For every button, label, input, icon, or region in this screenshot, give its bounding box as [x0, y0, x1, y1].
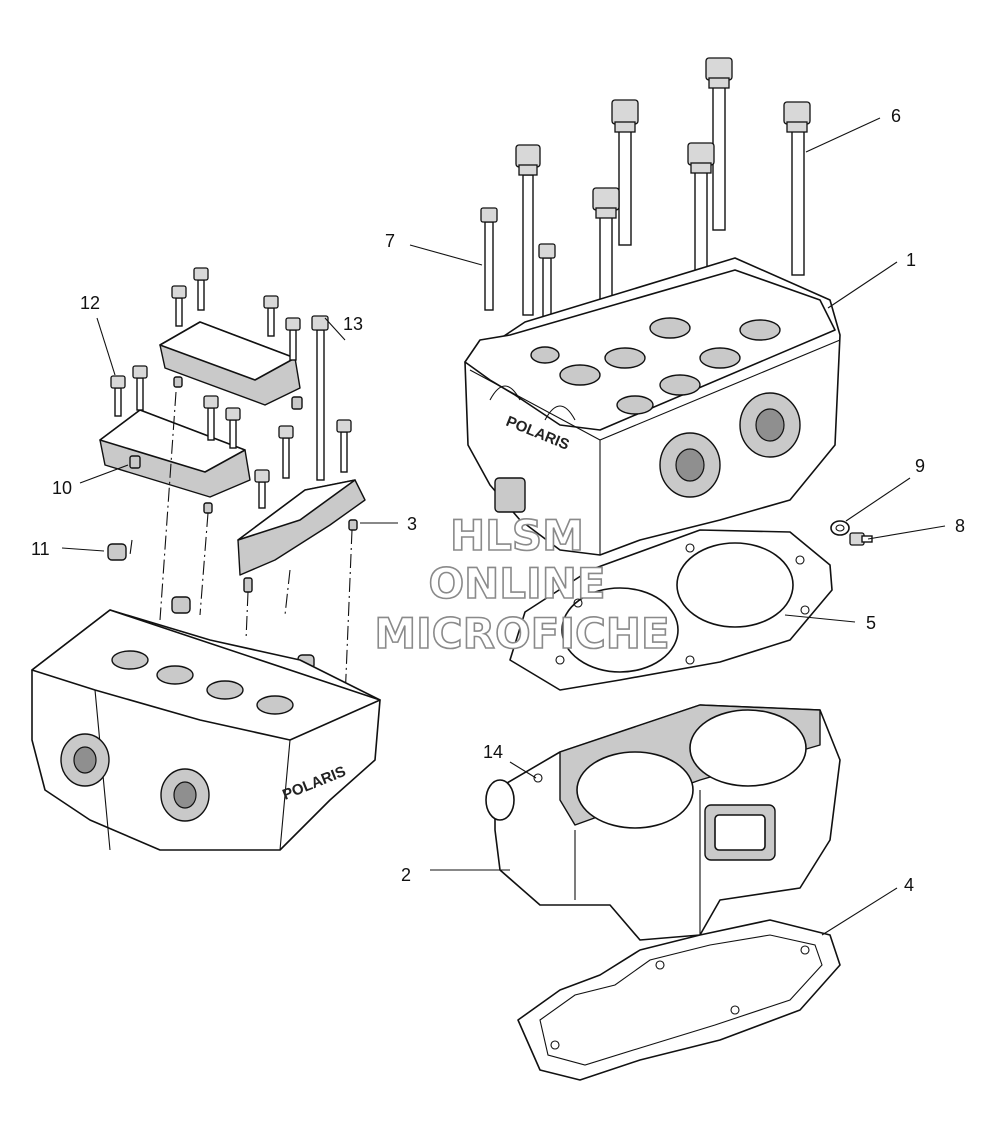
- callout-3[interactable]: 3: [407, 514, 417, 534]
- watermark: HLSM ONLINE MICROFICHE: [374, 510, 671, 659]
- callout-12[interactable]: 12: [80, 293, 100, 313]
- callout-9[interactable]: 9: [915, 456, 925, 476]
- callout-11[interactable]: 11: [31, 539, 50, 559]
- banjo-screw[interactable]: [849, 532, 873, 546]
- callout-2[interactable]: 2: [401, 865, 411, 885]
- watermark-line-1: HLSM: [450, 511, 584, 560]
- watermark-line-3: MICROFICHE: [374, 609, 669, 658]
- cam-cap-upper[interactable]: [159, 321, 301, 406]
- sealing-washer[interactable]: [830, 520, 850, 536]
- leader-lines: [61, 117, 946, 936]
- callout-labels: 1 2 3 4 5 6 7 8 9 10 11 12 13 14: [31, 106, 965, 895]
- head-gasket[interactable]: [509, 529, 833, 691]
- cylinder-head[interactable]: POLARIS: [464, 257, 841, 556]
- base-gasket[interactable]: [517, 919, 841, 1081]
- assembled-cylinder-head-view: POLARIS: [31, 609, 381, 851]
- head-bolt-long-2[interactable]: [611, 99, 639, 246]
- callout-13[interactable]: 13: [343, 314, 363, 334]
- cam-cap-lower[interactable]: [99, 409, 251, 498]
- head-bolt-long-1[interactable]: [515, 144, 541, 316]
- callout-8[interactable]: 8: [955, 516, 965, 536]
- dowel-bushings[interactable]: [107, 376, 358, 670]
- callout-6[interactable]: 6: [891, 106, 901, 126]
- callout-7[interactable]: 7: [385, 231, 395, 251]
- callout-5[interactable]: 5: [866, 613, 876, 633]
- watermark-line-2: ONLINE: [428, 559, 605, 608]
- head-bolt-short-2[interactable]: [538, 243, 556, 334]
- callout-10[interactable]: 10: [52, 478, 72, 498]
- callout-14[interactable]: 14: [483, 742, 503, 762]
- head-bolt-short-1[interactable]: [480, 207, 498, 311]
- alignment-lines: [129, 391, 353, 701]
- camshaft-carrier-plate[interactable]: [237, 479, 366, 576]
- callout-1[interactable]: 1: [906, 250, 916, 270]
- cam-cap-bolts[interactable]: [110, 267, 352, 509]
- head-bolt-long-3[interactable]: [705, 57, 733, 231]
- dowel-pin-14[interactable]: [533, 773, 543, 783]
- cylinder-block[interactable]: [485, 704, 841, 941]
- head-bolt-long-4[interactable]: [783, 101, 811, 276]
- callout-4[interactable]: 4: [904, 875, 914, 895]
